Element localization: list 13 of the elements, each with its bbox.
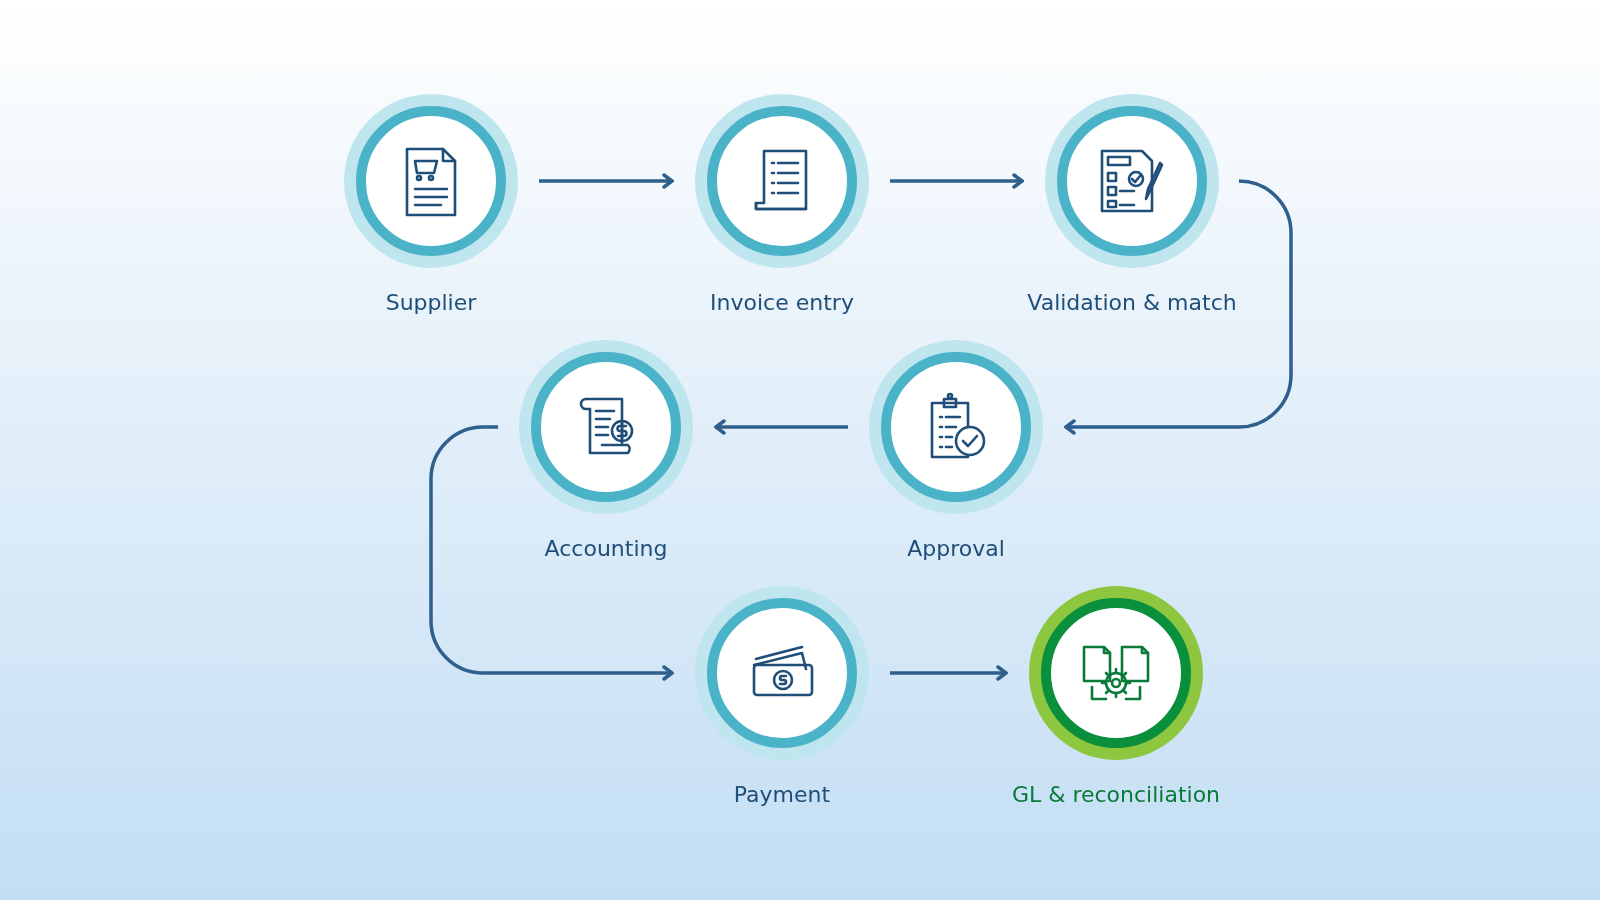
arrow xyxy=(539,173,674,189)
step-label: Approval xyxy=(907,536,1005,561)
step-label: Accounting xyxy=(544,536,668,561)
arrow xyxy=(890,665,1008,681)
arrow xyxy=(1064,179,1293,435)
step-label: Invoice entry xyxy=(710,290,854,315)
arrow xyxy=(429,425,674,681)
step-label: Validation & match xyxy=(1027,290,1237,315)
arrow xyxy=(714,419,848,435)
step-label: Supplier xyxy=(385,290,477,315)
step-label: GL & reconciliation xyxy=(1011,782,1221,807)
step-label: Payment xyxy=(733,782,831,807)
arrow xyxy=(890,173,1024,189)
